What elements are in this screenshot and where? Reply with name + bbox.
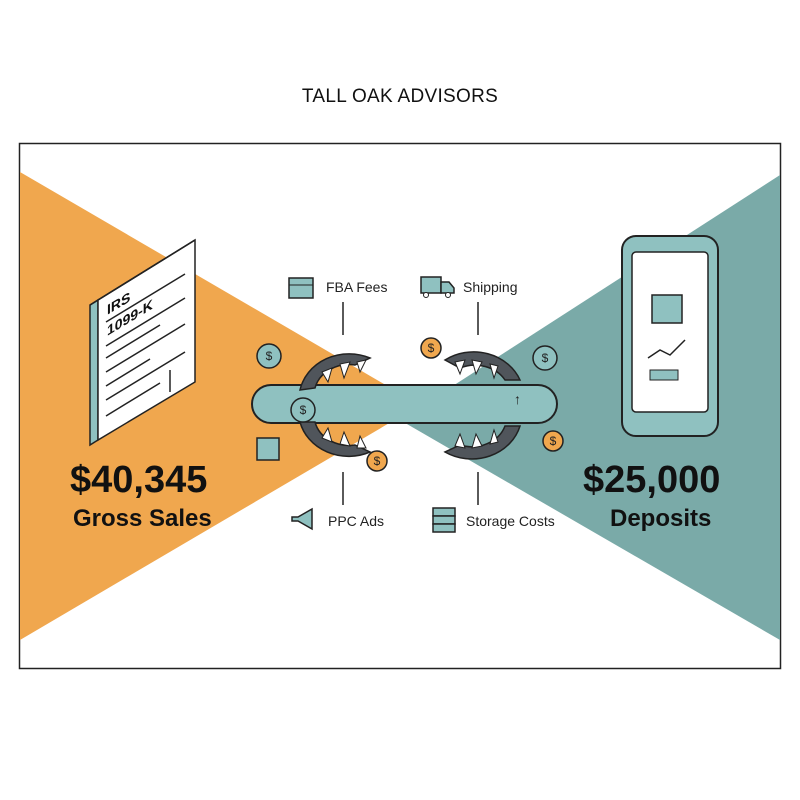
svg-text:$: $ — [300, 403, 307, 417]
dollar-signs: $ $ $ $ $ $ — [266, 341, 557, 468]
fee-label-ppc: PPC Ads — [328, 513, 384, 529]
page-title: TALL OAK ADVISORS — [301, 86, 499, 107]
gross-sales-amount: $40,345 — [70, 459, 207, 501]
truck-icon — [420, 276, 455, 298]
megaphone-icon — [291, 507, 313, 531]
coin-icons — [366, 337, 564, 472]
cash-pipe — [251, 384, 558, 424]
svg-text:$: $ — [428, 341, 435, 355]
deposits-amount: $25,000 — [583, 459, 720, 501]
fee-label-storage: Storage Costs — [466, 513, 555, 529]
phone-icon — [621, 235, 719, 437]
svg-text:$: $ — [542, 351, 549, 365]
gross-sales-label: Gross Sales — [73, 505, 212, 532]
teeth — [321, 359, 499, 449]
fee-label-shipping: Shipping — [463, 279, 518, 295]
svg-text:$: $ — [266, 349, 273, 363]
arrow-up-icon: ↑ — [514, 391, 521, 407]
fee-label-fba: FBA Fees — [326, 279, 387, 295]
stack-icon — [432, 507, 456, 533]
irs-form-icon: IRS 1099-K — [89, 238, 196, 447]
svg-text:$: $ — [550, 434, 557, 448]
deposits-label: Deposits — [610, 505, 711, 532]
svg-text:$: $ — [374, 454, 381, 468]
money-bag-icons — [256, 343, 558, 461]
box-icon — [288, 277, 314, 299]
